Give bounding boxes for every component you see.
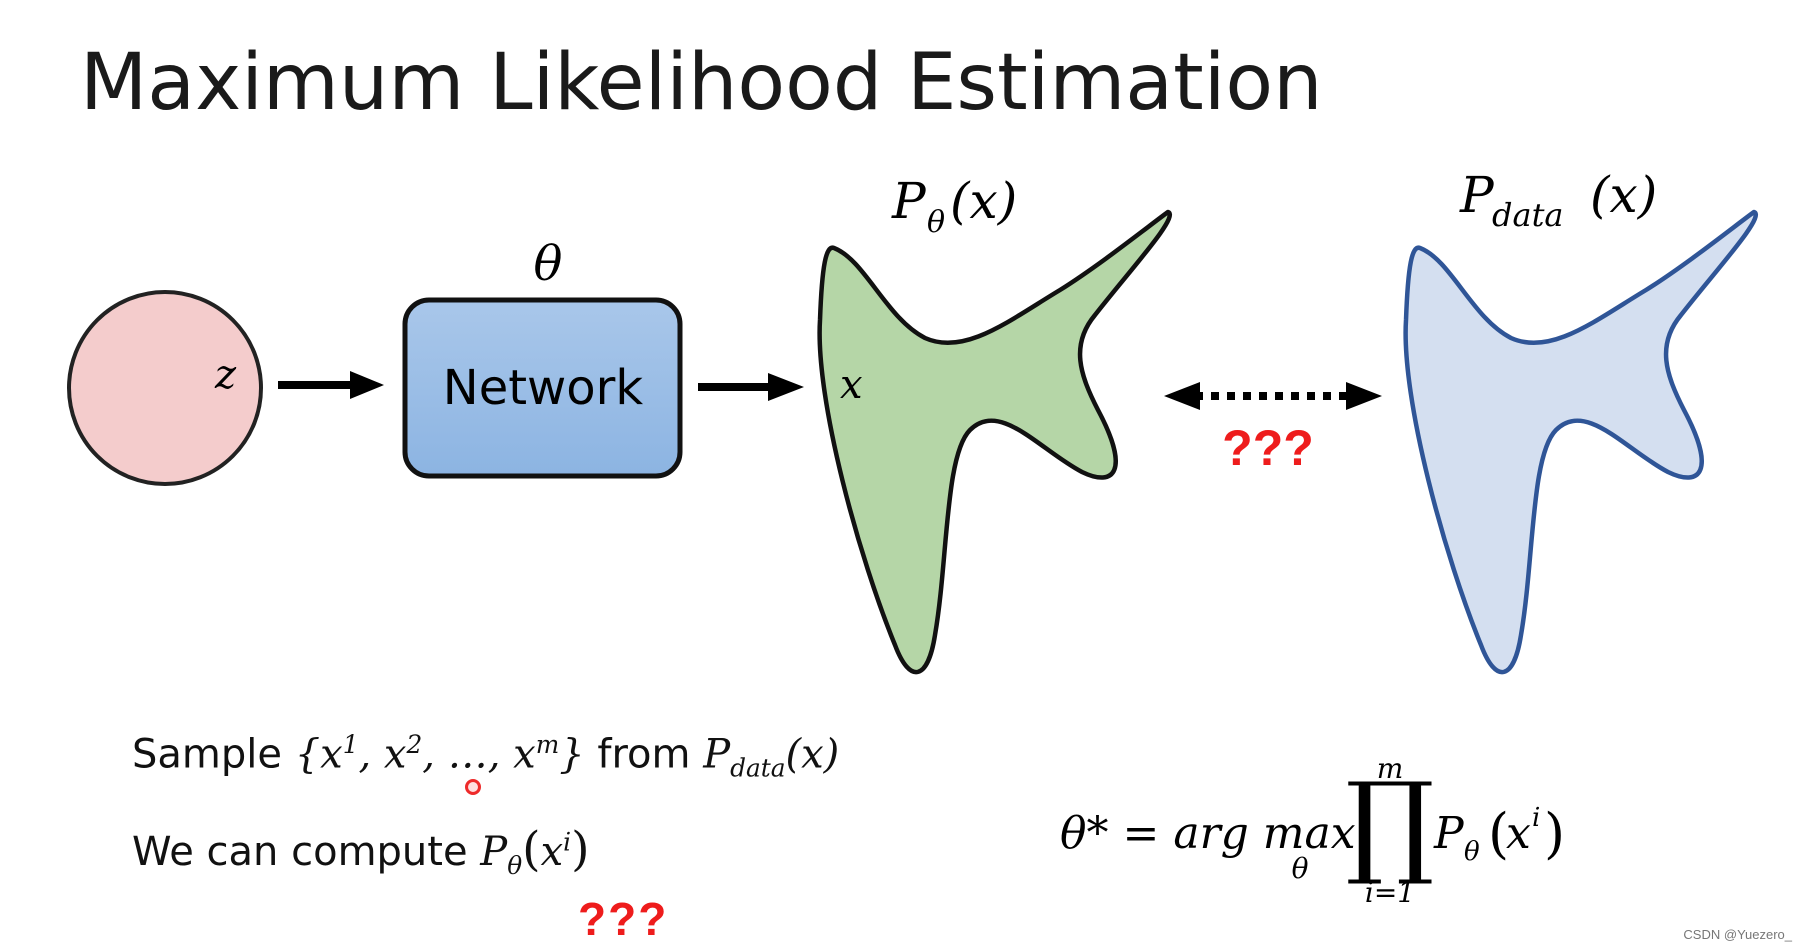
bottom-question-mark: ???: [578, 893, 669, 945]
sample-word: Sample: [132, 731, 282, 778]
compute-statement: We can compute Pθ(xi): [132, 822, 589, 880]
network-label: Network: [443, 360, 644, 416]
formula-product-upper: m: [1377, 752, 1404, 785]
compute-P-subscript: θ: [507, 851, 523, 880]
model-dist-subscript: θ: [927, 205, 945, 240]
sample-set-dots: , …, x: [422, 731, 536, 778]
data-dist-subscript: data: [1492, 196, 1564, 234]
slide-title: Maximum Likelihood Estimation: [80, 38, 1323, 128]
formula-argmax-subscript: θ: [1292, 852, 1309, 885]
model-distribution-shape: [817, 209, 1173, 675]
sample-from: from: [584, 731, 704, 778]
arrow-network-to-model: [698, 373, 804, 401]
compute-words: We can compute: [132, 829, 481, 875]
data-dist-symbol: P: [1459, 166, 1495, 224]
comparison-question-mark: ???: [1222, 420, 1314, 476]
sample-set-open: {x: [294, 731, 343, 778]
model-dist-symbol: P: [891, 172, 927, 230]
formula-open-paren: (: [1488, 802, 1509, 865]
latent-circle: [67, 290, 263, 486]
sample-set-mid: , x: [358, 731, 407, 778]
compute-close-paren: ): [571, 822, 590, 877]
formula-rhs-arg: x: [1506, 808, 1531, 859]
compute-P: P: [480, 829, 508, 875]
formula-product-lower: i=1: [1365, 876, 1415, 909]
network-param-label: θ: [534, 236, 563, 292]
sample-P-arg: (x): [785, 731, 840, 778]
compute-x: x: [540, 829, 564, 875]
model-distribution-label: P θ (x): [891, 172, 1017, 240]
sample-P: P: [703, 731, 731, 778]
sample-x-label: x: [840, 362, 863, 408]
data-dist-arg: (x): [1590, 166, 1657, 224]
arrow-latent-to-network: [278, 371, 384, 399]
product-symbol: ∏: [1345, 759, 1434, 889]
mle-formula: θ* = arg max θ m ∏ i=1 P θ ( x i ): [1060, 752, 1565, 909]
sample-set-close: }: [559, 731, 585, 778]
comparison-double-arrow: [1164, 382, 1382, 410]
sample-statement: Sample {x1, x2, …, xm} from Pdata(x): [132, 730, 839, 782]
sample-P-subscript: data: [730, 753, 786, 783]
formula-rhs-P: P: [1433, 808, 1465, 859]
sample-sup-1: 1: [342, 730, 359, 759]
formula-rhs-subscript: θ: [1464, 837, 1480, 867]
compute-x-sup: i: [563, 827, 572, 857]
watermark: CSDN @Yuezero_: [1683, 927, 1792, 942]
formula-close-paren: ): [1544, 802, 1565, 865]
sample-sup-m: m: [535, 730, 560, 759]
network-box: [402, 297, 683, 479]
data-distribution-label: P data (x): [1459, 166, 1657, 234]
formula-rhs-superscript: i: [1532, 803, 1540, 833]
data-distribution-shape: [1403, 209, 1759, 675]
compute-open-paren: (: [522, 822, 541, 877]
formula-lhs: θ* = arg max: [1060, 808, 1356, 859]
sample-sup-2: 2: [406, 730, 423, 759]
model-dist-arg: (x): [950, 172, 1017, 230]
cursor-marker: [465, 779, 481, 795]
latent-label: z: [214, 352, 237, 398]
